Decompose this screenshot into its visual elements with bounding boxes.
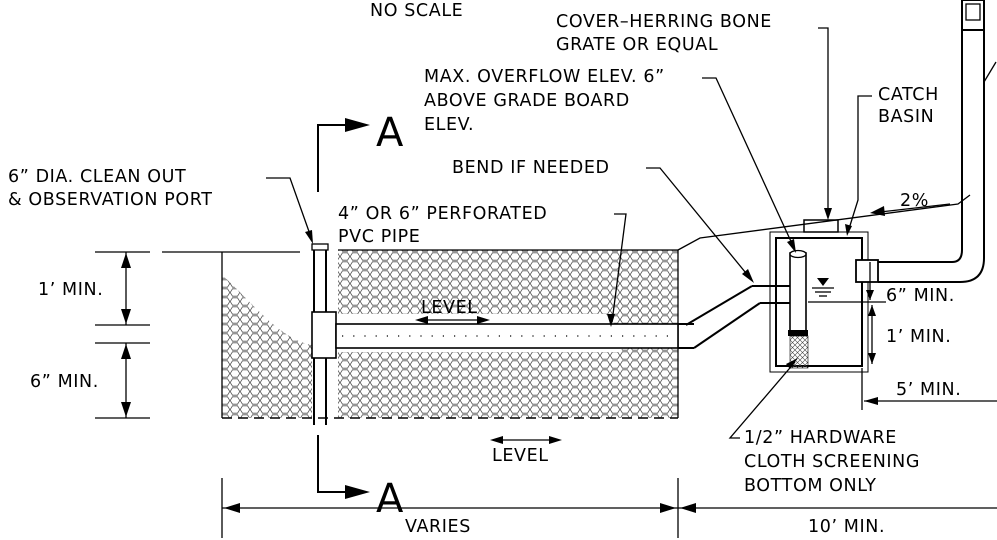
catch-basin-label-line1: CATCH <box>878 85 939 105</box>
water-level-symbol <box>812 278 834 297</box>
overflow-label-line2: ABOVE GRADE BOARD <box>424 91 630 111</box>
clean-out-pipe <box>311 243 337 425</box>
level-arrows <box>415 316 562 444</box>
varies-label: VARIES <box>405 517 471 537</box>
bend-label: BEND IF NEEDED <box>452 158 610 178</box>
section-marker-bottom <box>317 435 370 499</box>
section-marker-top <box>317 118 370 192</box>
basin-six-min-label: 6” MIN. <box>886 286 955 306</box>
catch-basin <box>769 219 886 373</box>
depth-top-label: 1’ MIN. <box>38 280 103 300</box>
clean-out-label-line2: & OBSERVATION PORT <box>8 190 213 210</box>
bottom-dimensions <box>221 478 997 538</box>
cover-label-line1: COVER–HERRING BONE <box>556 12 772 32</box>
slope-label: 2% <box>900 191 929 211</box>
basin-dimensions <box>861 262 997 410</box>
screening-label-line3: BOTTOM ONLY <box>744 476 877 496</box>
catch-basin-label-line2: BASIN <box>878 107 934 127</box>
screening-label-line1: 1/2” HARDWARE <box>744 428 897 448</box>
basin-one-min-label: 1’ MIN. <box>886 327 951 347</box>
section-label-bottom: A <box>376 476 404 522</box>
five-min-label: 5’ MIN. <box>896 380 961 400</box>
overflow-label-line3: ELEV. <box>424 115 474 135</box>
outlet-pipe <box>677 0 997 283</box>
perforated-pipe <box>335 323 694 349</box>
pipe-label-line1: 4” OR 6” PERFORATED <box>338 204 547 224</box>
clean-out-label-line1: 6” DIA. CLEAN OUT <box>8 167 186 187</box>
ten-min-label: 10’ MIN. <box>808 517 885 537</box>
screening-label-line2: CLOTH SCREENING <box>744 452 920 472</box>
depth-dimensions <box>95 251 150 419</box>
pipe-label-line2: PVC PIPE <box>338 227 420 247</box>
level-label-upper: LEVEL <box>421 298 478 318</box>
connecting-pipe <box>685 285 790 349</box>
depth-bottom-label: 6” MIN. <box>30 372 99 392</box>
section-label-top: A <box>376 110 404 156</box>
level-label-lower: LEVEL <box>492 446 549 466</box>
leader-lines <box>266 27 951 439</box>
overflow-label-line1: MAX. OVERFLOW ELEV. 6” <box>424 67 665 87</box>
scale-note: NO SCALE <box>370 1 463 21</box>
cover-label-line2: GRATE OR EQUAL <box>556 35 718 55</box>
